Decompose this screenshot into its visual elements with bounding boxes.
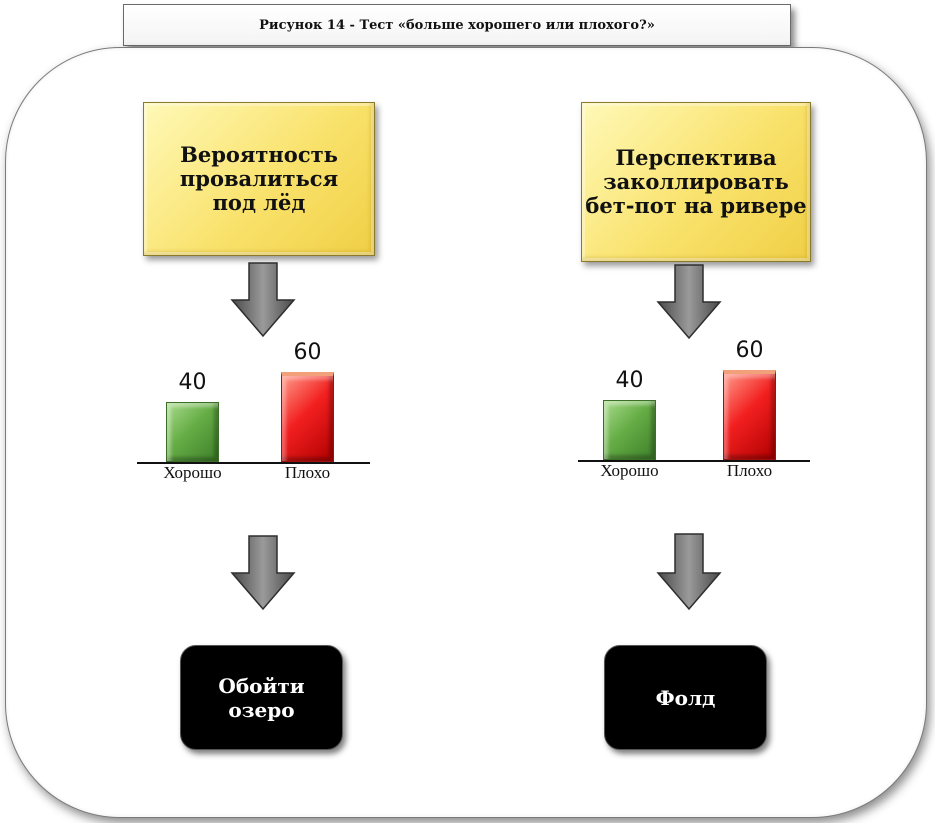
right-arrow-down-icon <box>656 264 722 340</box>
figure-title: Рисунок 14 - Тест «больше хорошего или п… <box>123 4 791 46</box>
right-bar-bad <box>723 370 776 460</box>
right-category-label-bad: Плохо <box>726 461 773 480</box>
right-category-label-good: Хорошо <box>600 461 659 480</box>
left-category-label-good: Хорошо <box>163 463 222 482</box>
left-chart-baseline <box>137 462 370 464</box>
left-arrow-down-icon <box>230 262 296 338</box>
right-bar-good <box>603 400 656 460</box>
left-action-box: Обойти озеро <box>180 645 343 750</box>
left-arrow-down-2-icon <box>230 535 296 611</box>
left-value-label-bad: 60 <box>293 340 322 365</box>
right-value-label-good: 40 <box>615 368 644 393</box>
right-action-box: Фолд <box>604 645 767 750</box>
right-question-box: Перспектива заколлировать бет-пот на рив… <box>581 102 811 262</box>
left-value-label-good: 40 <box>178 370 207 395</box>
left-category-label-bad: Плохо <box>284 463 331 482</box>
right-chart-baseline <box>578 460 810 462</box>
left-bar-bad <box>281 372 334 462</box>
left-bar-good <box>166 402 219 462</box>
right-value-label-bad: 60 <box>735 338 764 363</box>
right-arrow-down-2-icon <box>656 533 722 611</box>
left-question-box: Вероятность провалиться под лёд <box>143 102 375 256</box>
